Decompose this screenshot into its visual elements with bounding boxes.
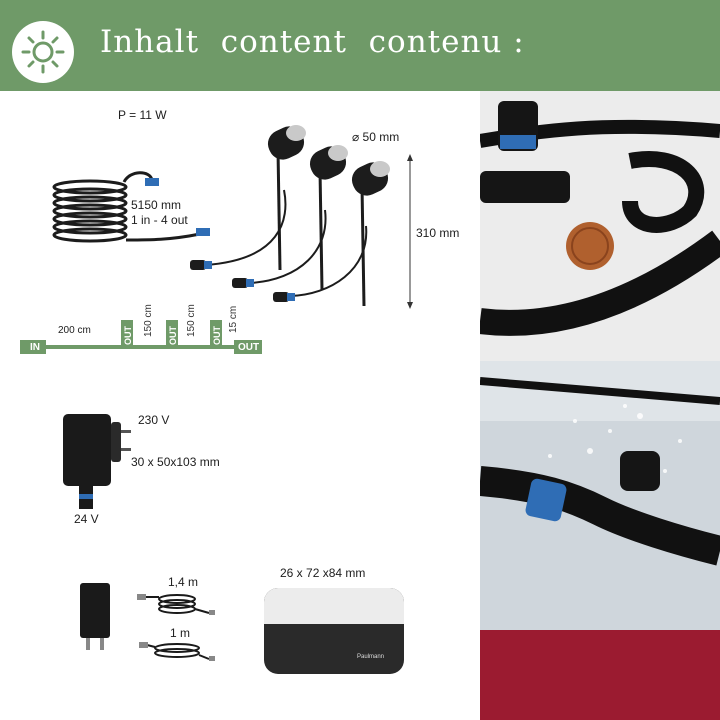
cable-long-label: 1,4 m bbox=[168, 575, 199, 589]
accent-band bbox=[480, 630, 720, 720]
gateway-box bbox=[264, 588, 404, 674]
spot-1 bbox=[190, 125, 306, 271]
spotlight-set-illustration bbox=[52, 125, 413, 309]
power-label: P = 11 W bbox=[118, 108, 167, 122]
page-title: Inhalt content contenu : bbox=[100, 24, 525, 60]
segment-label: 200 cm bbox=[58, 325, 91, 336]
cable-io-label: 1 in - 4 out bbox=[131, 213, 188, 227]
gateway-size-label: 26 x 72 x84 mm bbox=[280, 566, 366, 580]
segment-label: 150 cm bbox=[143, 304, 154, 337]
connector-blue bbox=[145, 178, 159, 186]
gateway-brand: Paulmann bbox=[357, 654, 385, 660]
segment-label: 150 cm bbox=[186, 304, 197, 337]
transformer-illustration bbox=[63, 414, 131, 509]
transformer-size-label: 30 x 50x103 mm bbox=[131, 455, 220, 469]
sun-icon bbox=[12, 21, 74, 83]
coiled-cable bbox=[52, 171, 201, 243]
spot-2 bbox=[232, 145, 348, 291]
transformer-input-label: 230 V bbox=[138, 413, 170, 427]
tap-label: OUT bbox=[168, 326, 178, 345]
spot-3 bbox=[273, 161, 390, 307]
usb-charger bbox=[80, 583, 110, 638]
cable-length-label: 5150 mm bbox=[131, 198, 182, 212]
strip-in-label: IN bbox=[30, 342, 40, 353]
cable-strip-diagram bbox=[20, 320, 262, 354]
photo-splash-connector bbox=[480, 361, 720, 630]
strip-out-label: OUT bbox=[238, 342, 260, 353]
photo-cable-coin bbox=[480, 91, 720, 361]
diameter-label: ⌀ 50 mm bbox=[352, 130, 400, 144]
segment-label: 15 cm bbox=[228, 305, 239, 333]
usb-accessories-illustration bbox=[80, 583, 215, 661]
header-banner: Inhalt content contenu : bbox=[0, 0, 720, 91]
height-label: 310 mm bbox=[416, 226, 460, 240]
cable-short-label: 1 m bbox=[170, 626, 191, 640]
tap-label: OUT bbox=[123, 326, 133, 345]
connector-blue bbox=[196, 228, 210, 236]
tap-label: OUT bbox=[212, 326, 222, 345]
transformer-output-label: 24 V bbox=[74, 512, 99, 526]
